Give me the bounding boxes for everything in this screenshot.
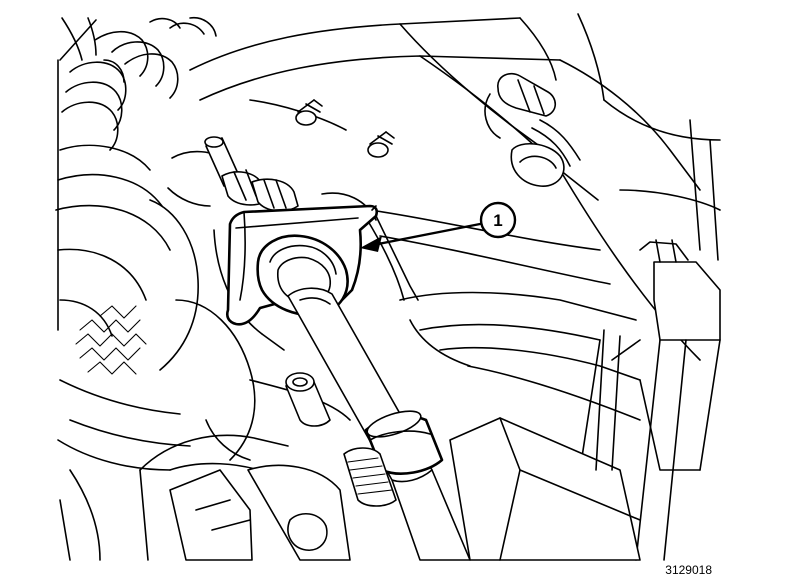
callout-circle: [479, 201, 517, 239]
actuator-stud: [204, 136, 299, 212]
support-post: [595, 329, 701, 471]
cable-collar: [364, 410, 444, 475]
right-bracket-assembly: [559, 59, 721, 561]
stud-bolts: [295, 99, 395, 158]
middle-crossmember: [369, 209, 641, 421]
upper-frame-rail: [189, 17, 701, 361]
rubber-boot-bellows: [55, 16, 217, 337]
lower-mount-bracket: [139, 434, 351, 561]
hose-clip-connector: [484, 72, 581, 187]
callout-1: 1: [360, 201, 517, 252]
lower-right-block: [449, 417, 641, 561]
small-bolt: [285, 372, 331, 427]
figure-number: 3129018: [665, 563, 712, 577]
grip-texture: [75, 305, 147, 375]
callout-number: 1: [493, 211, 502, 230]
background-contours: [59, 13, 721, 561]
callout-leader-line: [376, 222, 482, 246]
threaded-adjuster: [343, 447, 397, 507]
callout-arrowhead: [360, 236, 382, 252]
